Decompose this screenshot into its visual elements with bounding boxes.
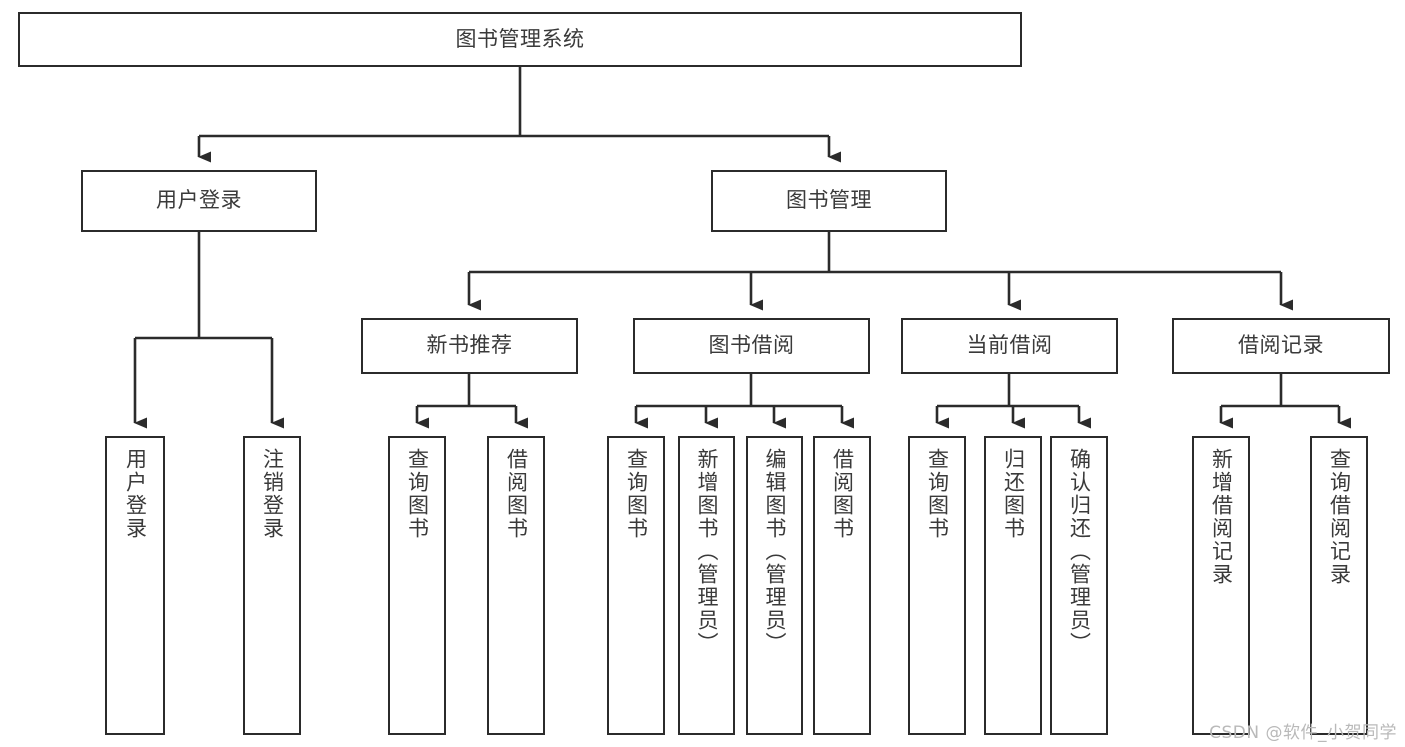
node-leaf-edit-book-label: 编辑图书（管理员） bbox=[763, 448, 787, 655]
node-leaf-return-book[interactable]: 归还图书 bbox=[984, 436, 1042, 735]
node-leaf-return-book-label: 归还图书 bbox=[1001, 448, 1026, 540]
node-leaf-add-record[interactable]: 新增借阅记录 bbox=[1192, 436, 1250, 735]
node-current-borrow-label: 当前借阅 bbox=[966, 333, 1053, 358]
node-book-manage-label: 图书管理 bbox=[786, 188, 872, 213]
node-leaf-confirm-return-label: 确认归还（管理员） bbox=[1067, 448, 1092, 655]
node-borrow-record-label: 借阅记录 bbox=[1238, 333, 1324, 358]
node-leaf-query-record-label: 查询借阅记录 bbox=[1327, 448, 1352, 586]
node-leaf-query-record[interactable]: 查询借阅记录 bbox=[1310, 436, 1368, 735]
node-leaf-query-book-3[interactable]: 查询图书 bbox=[908, 436, 966, 735]
node-leaf-logout-label: 注销登录 bbox=[260, 448, 285, 540]
node-book-borrow[interactable]: 图书借阅 bbox=[633, 318, 870, 374]
node-leaf-query-book-2[interactable]: 查询图书 bbox=[607, 436, 665, 735]
node-leaf-add-record-label: 新增借阅记录 bbox=[1209, 448, 1234, 586]
node-borrow-record[interactable]: 借阅记录 bbox=[1172, 318, 1390, 374]
node-root[interactable]: 图书管理系统 bbox=[18, 12, 1022, 67]
node-leaf-user-login[interactable]: 用户登录 bbox=[105, 436, 165, 735]
node-user-login-label: 用户登录 bbox=[156, 188, 242, 213]
node-root-label: 图书管理系统 bbox=[455, 26, 585, 51]
node-leaf-logout[interactable]: 注销登录 bbox=[243, 436, 301, 735]
node-leaf-query-book-3-label: 查询图书 bbox=[925, 448, 950, 540]
node-user-login[interactable]: 用户登录 bbox=[81, 170, 317, 232]
node-leaf-add-book-label: 新增图书（管理员） bbox=[695, 448, 719, 655]
node-new-book-rec[interactable]: 新书推荐 bbox=[361, 318, 578, 374]
node-leaf-add-book[interactable]: 新增图书（管理员） bbox=[678, 436, 735, 735]
node-leaf-borrow-book-1[interactable]: 借阅图书 bbox=[487, 436, 545, 735]
node-leaf-query-book-2-label: 查询图书 bbox=[624, 448, 649, 540]
node-current-borrow[interactable]: 当前借阅 bbox=[901, 318, 1118, 374]
node-leaf-query-book-1-label: 查询图书 bbox=[405, 448, 430, 540]
node-leaf-borrow-book-2[interactable]: 借阅图书 bbox=[813, 436, 871, 735]
node-leaf-confirm-return[interactable]: 确认归还（管理员） bbox=[1050, 436, 1108, 735]
node-book-borrow-label: 图书借阅 bbox=[708, 333, 795, 358]
node-leaf-user-login-label: 用户登录 bbox=[123, 448, 148, 540]
node-new-book-rec-label: 新书推荐 bbox=[426, 333, 513, 358]
node-leaf-query-book-1[interactable]: 查询图书 bbox=[388, 436, 446, 735]
watermark-text: CSDN @软件_小贺同学 bbox=[1209, 723, 1397, 743]
node-leaf-borrow-book-2-label: 借阅图书 bbox=[830, 448, 855, 540]
node-book-manage[interactable]: 图书管理 bbox=[711, 170, 947, 232]
node-leaf-borrow-book-1-label: 借阅图书 bbox=[504, 448, 529, 540]
node-leaf-edit-book[interactable]: 编辑图书（管理员） bbox=[746, 436, 803, 735]
